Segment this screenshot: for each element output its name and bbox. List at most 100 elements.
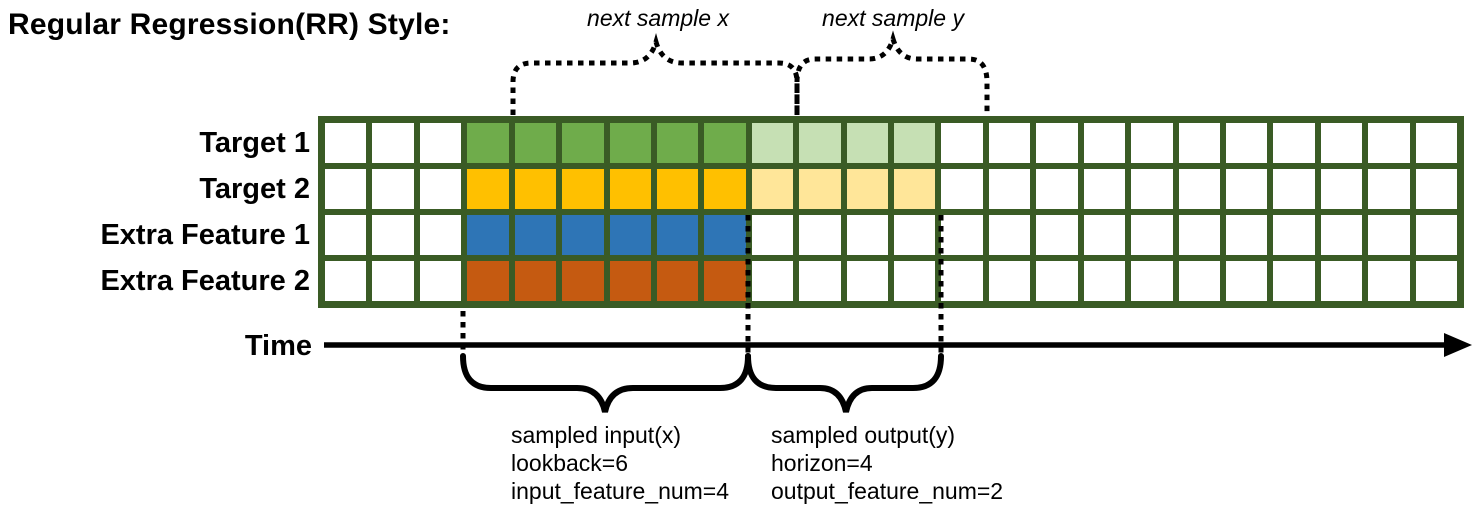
grid-cell	[751, 261, 794, 301]
grid-cell	[656, 261, 699, 301]
grid-cell	[1415, 215, 1457, 255]
sampled-output-title: sampled output(y)	[771, 422, 956, 448]
time-axis-label: Time	[244, 330, 312, 362]
input-feature-num-value: input_feature_num=4	[511, 478, 730, 504]
grid-cell	[894, 261, 936, 301]
grid-cell	[704, 215, 746, 255]
grid-cell	[846, 123, 888, 163]
grid-cell	[988, 215, 1031, 255]
sampled-output-brace-icon	[745, 353, 944, 413]
next-sample-y-label: next sample y	[822, 5, 964, 31]
grid-cell	[325, 123, 367, 163]
grid-cell	[372, 261, 414, 301]
lookback-value: lookback=6	[511, 450, 628, 476]
grid-cell	[751, 215, 794, 255]
grid-cell	[751, 169, 794, 209]
grid-cell	[372, 215, 414, 255]
next-sample-x-brace-icon	[510, 32, 800, 115]
grid-cell	[799, 215, 841, 255]
grid-cell	[562, 261, 604, 301]
grid-cell	[846, 215, 888, 255]
grid-cell	[325, 261, 367, 301]
grid-cell	[562, 123, 604, 163]
grid-cell	[609, 169, 651, 209]
grid-cell	[988, 169, 1031, 209]
next-sample-x-label: next sample x	[587, 5, 729, 31]
grid-cell	[1036, 261, 1078, 301]
grid-cell	[846, 261, 888, 301]
grid-cell	[609, 261, 651, 301]
grid-cell	[1225, 123, 1268, 163]
grid-cell	[1036, 123, 1078, 163]
grid-cell	[372, 169, 414, 209]
grid-cell	[704, 261, 746, 301]
grid-cell	[1368, 215, 1410, 255]
grid-cell	[1178, 169, 1220, 209]
grid-cell	[751, 123, 794, 163]
grid-cell	[1225, 261, 1268, 301]
grid-cell	[514, 215, 557, 255]
grid-cell	[1131, 215, 1173, 255]
grid-cell	[514, 261, 557, 301]
grid-cell	[609, 123, 651, 163]
grid-cell	[1083, 169, 1126, 209]
grid-cell	[325, 215, 367, 255]
grid-cell	[325, 169, 367, 209]
grid-cell	[1320, 123, 1363, 163]
grid-cell	[1273, 215, 1315, 255]
sample-grid	[318, 116, 1464, 308]
output-feature-num-value: output_feature_num=2	[771, 478, 1004, 504]
grid-cell	[1178, 123, 1220, 163]
row-label-target-2: Target 2	[199, 173, 310, 205]
horizon-value: horizon=4	[771, 450, 873, 476]
grid-cell	[1036, 169, 1078, 209]
grid-cell	[1273, 123, 1315, 163]
grid-cell	[1036, 215, 1078, 255]
grid-cell	[799, 261, 841, 301]
grid-cell	[656, 169, 699, 209]
grid-cell	[941, 215, 983, 255]
grid-cell	[1131, 261, 1173, 301]
grid-cell	[1178, 261, 1220, 301]
grid-cell	[941, 123, 983, 163]
grid-cell	[562, 169, 604, 209]
next-sample-y-brace-icon	[794, 30, 990, 115]
grid-cell	[704, 123, 746, 163]
grid-cell	[514, 123, 557, 163]
grid-cell	[988, 123, 1031, 163]
grid-cell	[514, 169, 557, 209]
grid-cell	[1131, 169, 1173, 209]
grid-cell	[1225, 169, 1268, 209]
row-label-target-1: Target 1	[199, 127, 310, 159]
grid-cell	[1320, 169, 1363, 209]
grid-cell	[1083, 261, 1126, 301]
grid-cell	[894, 215, 936, 255]
grid-cell	[419, 169, 462, 209]
grid-cell	[1415, 261, 1457, 301]
grid-cell	[1320, 215, 1363, 255]
grid-cell	[1273, 261, 1315, 301]
grid-cell	[656, 123, 699, 163]
grid-cell	[1368, 169, 1410, 209]
grid-cell	[894, 169, 936, 209]
grid-cell	[1178, 215, 1220, 255]
sampled-input-caption: sampled input(x) lookback=6 input_featur…	[511, 421, 729, 505]
grid-cell	[609, 215, 651, 255]
grid-cell	[1368, 261, 1410, 301]
grid-cell	[704, 169, 746, 209]
sampled-input-brace-icon	[460, 353, 751, 413]
grid-cell	[799, 123, 841, 163]
sampled-input-title: sampled input(x)	[511, 422, 682, 448]
sampled-output-caption: sampled output(y) horizon=4 output_featu…	[771, 421, 1003, 505]
grid-cell	[419, 215, 462, 255]
grid-cell	[1083, 123, 1126, 163]
grid-cell	[656, 215, 699, 255]
grid-cell	[799, 169, 841, 209]
grid-cell	[894, 123, 936, 163]
grid-cell	[1225, 215, 1268, 255]
grid-cell	[941, 261, 983, 301]
grid-cell	[988, 261, 1031, 301]
grid-cell	[941, 169, 983, 209]
grid-cell	[846, 169, 888, 209]
